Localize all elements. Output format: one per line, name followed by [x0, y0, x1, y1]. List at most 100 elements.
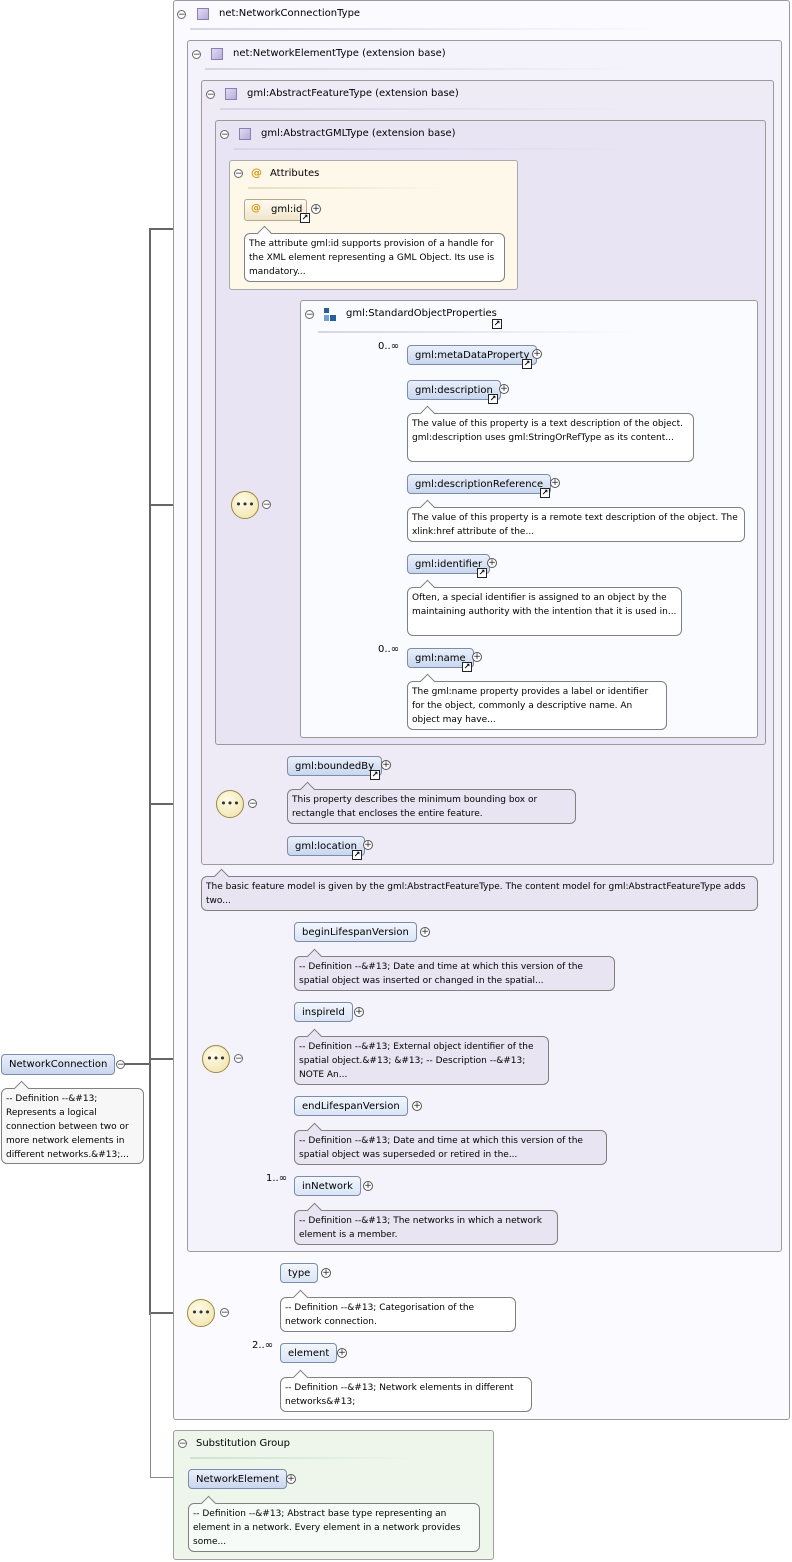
- trunk-to-root: [120, 1063, 151, 1065]
- collapse-standard-object-properties[interactable]: −: [305, 310, 314, 320]
- cardinality-label: 0..∞: [378, 644, 400, 655]
- endlifespanversion-doc-text: -- Definition --&#13; Date and time at w…: [299, 1136, 583, 1160]
- type-doc: -- Definition --&#13; Categorisation of …: [280, 1289, 516, 1332]
- reference-arrow-icon[interactable]: ↗: [540, 488, 550, 498]
- endlifespanversion-doc: -- Definition --&#13; Date and time at w…: [294, 1122, 607, 1165]
- abstract-feature-type-doc: The basic feature model is given by the …: [201, 868, 758, 911]
- type-doc-text: -- Definition --&#13; Categorisation of …: [285, 1303, 475, 1327]
- boundedby-doc-text: This property describes the minimum boun…: [292, 795, 538, 819]
- element-inspireid[interactable]: inspireId: [294, 1002, 353, 1022]
- element-gml-description[interactable]: gml:description: [407, 380, 501, 400]
- collapse-sequence-1[interactable]: −: [262, 500, 271, 510]
- network-element-type-label: net:NetworkElementType (extension base): [233, 48, 446, 59]
- expand-identifier[interactable]: +: [487, 558, 497, 568]
- identifier-doc: Often, a special identifier is assigned …: [407, 579, 682, 636]
- reference-arrow-icon[interactable]: ↗: [492, 319, 502, 329]
- element-element[interactable]: element: [280, 1343, 338, 1363]
- reference-arrow-icon[interactable]: ↗: [370, 770, 380, 780]
- descriptionreference-doc: The value of this property is a remote t…: [407, 499, 745, 542]
- description-doc: The value of this property is a text des…: [407, 405, 694, 462]
- collapse-attributes[interactable]: −: [234, 169, 243, 179]
- header-underline: [234, 148, 634, 150]
- element-doc: -- Definition --&#13; Network elements i…: [280, 1369, 532, 1412]
- collapse-abstract-feature-type[interactable]: −: [206, 90, 215, 100]
- reference-arrow-icon[interactable]: ↗: [462, 662, 472, 672]
- element-innetwork[interactable]: inNetwork: [294, 1176, 361, 1196]
- cardinality-label: 1..∞: [266, 1173, 288, 1184]
- collapse-substitution-group[interactable]: −: [178, 1439, 187, 1449]
- attributes-header: Attributes: [270, 168, 320, 179]
- collapse-sequence-4[interactable]: −: [234, 1054, 243, 1064]
- name-doc-text: The gml:name property provides a label o…: [412, 687, 649, 725]
- descriptionreference-doc-text: The value of this property is a remote t…: [412, 513, 738, 537]
- gml-id-doc-text: The attribute gml:id supports provision …: [249, 239, 495, 277]
- expand-inspireid[interactable]: +: [354, 1007, 364, 1017]
- header-underline: [190, 28, 660, 30]
- root-doc: -- Definition --&#13; Represents a logic…: [1, 1080, 144, 1164]
- expand-name[interactable]: +: [472, 652, 482, 662]
- expand-beginlifespanversion[interactable]: +: [420, 927, 430, 937]
- element-networkelement[interactable]: NetworkElement: [188, 1469, 288, 1489]
- gml-id-doc: The attribute gml:id supports provision …: [244, 225, 505, 282]
- expand-location[interactable]: +: [363, 840, 373, 850]
- reference-arrow-icon[interactable]: ↗: [488, 394, 498, 404]
- complex-type-icon: [211, 48, 223, 60]
- expand-endlifespanversion[interactable]: +: [412, 1101, 422, 1111]
- element-gml-boundedby[interactable]: gml:boundedBy: [287, 756, 383, 776]
- standard-object-properties-label: gml:StandardObjectProperties: [346, 308, 497, 319]
- expand-description[interactable]: +: [499, 384, 509, 394]
- reference-arrow-icon[interactable]: ↗: [300, 213, 310, 223]
- networkelement-doc-text: -- Definition --&#13; Abstract base type…: [193, 1509, 461, 1547]
- abstract-feature-type-doc-text: The basic feature model is given by the …: [206, 882, 746, 906]
- attribute-gml-id[interactable]: @ gml:id: [244, 199, 307, 221]
- description-doc-text: The value of this property is a text des…: [412, 419, 683, 443]
- sequence-compositor-icon[interactable]: •••: [202, 1045, 230, 1073]
- main-trunk-line: [149, 228, 151, 1315]
- collapse-network-connection-type[interactable]: −: [177, 10, 186, 20]
- element-gml-descriptionreference[interactable]: gml:descriptionReference: [407, 474, 552, 494]
- expand-metadataproperty[interactable]: +: [532, 349, 542, 359]
- expand-element[interactable]: +: [337, 1348, 347, 1358]
- element-endlifespanversion[interactable]: endLifespanVersion: [294, 1096, 408, 1116]
- reference-arrow-icon[interactable]: ↗: [522, 359, 532, 369]
- identifier-doc-text: Often, a special identifier is assigned …: [412, 593, 677, 617]
- expand-innetwork[interactable]: +: [363, 1181, 373, 1191]
- sequence-compositor-icon[interactable]: •••: [187, 1299, 215, 1327]
- cardinality-label: 2..∞: [252, 1340, 274, 1351]
- cardinality-label: 0..∞: [378, 341, 400, 352]
- header-underline: [248, 187, 448, 189]
- element-doc-text: -- Definition --&#13; Network elements i…: [285, 1383, 514, 1407]
- element-beginlifespanversion[interactable]: beginLifespanVersion: [294, 922, 417, 942]
- complex-type-icon: [239, 128, 251, 140]
- expand-gml-id[interactable]: +: [311, 204, 321, 214]
- header-underline: [205, 68, 635, 70]
- substitution-line-h: [150, 1477, 188, 1478]
- collapse-sequence-5[interactable]: −: [220, 1308, 229, 1318]
- networkelement-doc: -- Definition --&#13; Abstract base type…: [188, 1495, 480, 1552]
- attribute-icon: @: [251, 203, 261, 214]
- sequence-compositor-icon[interactable]: •••: [231, 491, 259, 519]
- root-element-networkconnection[interactable]: NetworkConnection: [1, 1054, 116, 1075]
- expand-descriptionreference[interactable]: +: [550, 478, 560, 488]
- element-gml-metadataproperty[interactable]: gml:metaDataProperty: [407, 345, 538, 365]
- inspireid-doc-text: -- Definition --&#13; External object id…: [299, 1042, 534, 1080]
- header-underline: [190, 1457, 420, 1459]
- collapse-network-element-type[interactable]: −: [192, 50, 201, 60]
- expand-type[interactable]: +: [321, 1268, 331, 1278]
- sequence-compositor-icon[interactable]: •••: [216, 790, 244, 818]
- substitution-group-header: Substitution Group: [196, 1438, 290, 1449]
- innetwork-doc-text: -- Definition --&#13; The networks in wh…: [299, 1216, 542, 1240]
- abstract-gml-type-label: gml:AbstractGMLType (extension base): [261, 128, 456, 139]
- collapse-abstract-gml-type[interactable]: −: [220, 130, 229, 140]
- element-type[interactable]: type: [280, 1263, 319, 1283]
- collapse-root[interactable]: −: [116, 1060, 125, 1070]
- expand-networkelement[interactable]: +: [286, 1474, 296, 1484]
- collapse-sequence-3[interactable]: −: [248, 799, 257, 809]
- substitution-line: [150, 1312, 151, 1477]
- expand-boundedby[interactable]: +: [381, 760, 391, 770]
- inspireid-doc: -- Definition --&#13; External object id…: [294, 1028, 549, 1085]
- reference-arrow-icon[interactable]: ↗: [477, 568, 487, 578]
- abstract-feature-type-label: gml:AbstractFeatureType (extension base): [247, 88, 459, 99]
- root-doc-text: -- Definition --&#13; Represents a logic…: [6, 1094, 129, 1160]
- reference-arrow-icon[interactable]: ↗: [352, 850, 362, 860]
